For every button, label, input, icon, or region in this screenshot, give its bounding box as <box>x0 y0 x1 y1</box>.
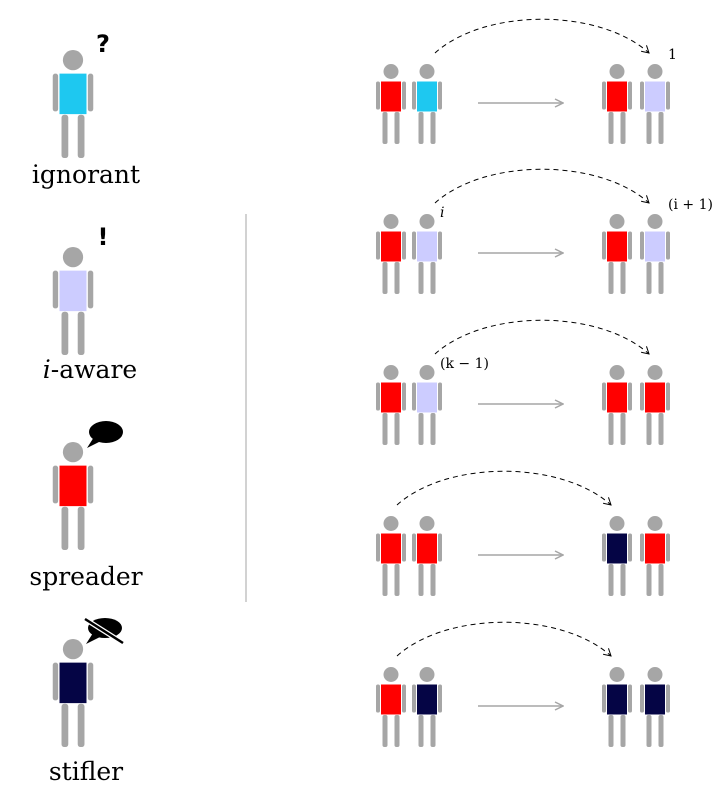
person-before-right <box>412 365 442 445</box>
influence-arc <box>396 470 612 506</box>
legend-figure-aware <box>52 247 94 355</box>
speech-bubble-crossed-icon <box>83 616 125 646</box>
person-after-right <box>640 516 670 596</box>
legend-figure-ignorant <box>52 50 94 158</box>
speech-bubble-icon <box>87 421 123 448</box>
transition-row: (k − 1) <box>376 319 670 445</box>
person-after-left <box>602 667 632 747</box>
legend-label-aware-prefix: i <box>43 355 51 384</box>
aware-level-label-before: i <box>440 205 444 221</box>
influence-arc <box>396 621 612 657</box>
legend-figure-spreader <box>52 442 94 550</box>
legend-figure-stifler <box>52 639 94 747</box>
transition-rows: 1 i (i + 1) (k − 1) <box>376 18 713 747</box>
influence-arc <box>434 168 650 204</box>
aware-level-label-after: 1 <box>668 47 677 63</box>
person-before-right <box>412 64 442 144</box>
person-before-left <box>376 667 406 747</box>
transition-row: 1 <box>376 18 677 144</box>
person-before-left <box>376 214 406 294</box>
legend-label-spreader: spreader <box>29 562 142 591</box>
transition-row <box>376 621 670 747</box>
transition-row: i (i + 1) <box>376 168 713 294</box>
exclamation-mark-icon: ! <box>98 223 109 251</box>
legend-label-stifler: stifler <box>49 757 123 786</box>
aware-level-label-after: (i + 1) <box>668 197 713 213</box>
legend-label-aware: i-aware <box>43 355 137 384</box>
person-before-left <box>376 64 406 144</box>
person-before-right <box>412 516 442 596</box>
legend-label-aware-suffix: -aware <box>51 355 137 384</box>
question-mark-icon: ? <box>96 30 110 58</box>
person-after-right <box>640 214 670 294</box>
person-before-right <box>412 667 442 747</box>
person-after-right <box>640 365 670 445</box>
person-after-left <box>602 64 632 144</box>
person-before-left <box>376 516 406 596</box>
person-after-left <box>602 214 632 294</box>
influence-arc <box>434 18 650 54</box>
person-before-left <box>376 365 406 445</box>
person-before-right <box>412 214 442 294</box>
person-after-right <box>640 667 670 747</box>
person-after-left <box>602 365 632 445</box>
person-after-left <box>602 516 632 596</box>
transition-row <box>376 470 670 596</box>
legend-label-ignorant: ignorant <box>32 160 140 189</box>
influence-arc <box>434 319 650 355</box>
legend-figures <box>52 50 94 747</box>
person-after-right <box>640 64 670 144</box>
aware-level-label-before: (k − 1) <box>440 356 489 372</box>
